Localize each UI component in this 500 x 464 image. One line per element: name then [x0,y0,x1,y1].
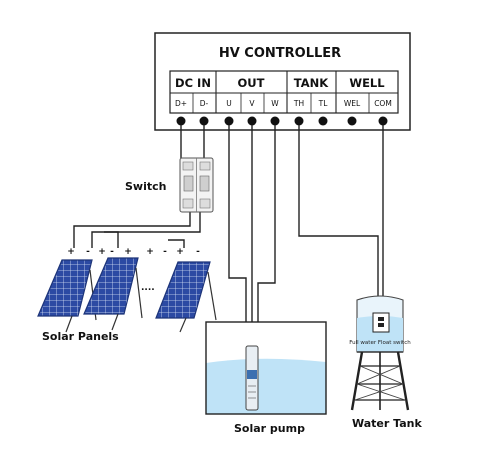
group-out: OUT [238,76,265,90]
water-tank: Full water Float switch [349,295,411,411]
wire-switch-pos [73,212,191,248]
terminal-w: W [271,99,279,108]
screw-w [270,116,280,126]
wire-panel-link-2 [168,239,185,248]
group-dc-in: DC IN [175,76,211,90]
panel-sign: + [98,247,106,257]
terminal-v: V [249,99,255,108]
panel-sign: - [163,247,167,257]
solar-panel-3 [155,261,217,333]
hv-controller: HV CONTROLLER DC IN OUT TANK WELL D+ D- … [154,32,411,131]
wire-w [257,125,276,322]
wire-switch-neg [91,212,201,248]
water-tank-label: Water Tank [352,417,422,430]
solar-panels-label: Solar Panels [42,330,119,343]
terminal-tl: TL [318,99,329,108]
screw-th [294,116,304,126]
solar-panel-group: .... [37,257,217,333]
terminal-wel: WEL [344,99,361,108]
screw-u [224,116,234,126]
solar-panel-2 [83,257,143,331]
panel-ellipsis: .... [141,283,155,293]
screw-d-plus [176,116,186,126]
screw-v [247,116,257,126]
wire-th [298,125,379,316]
terminal-com: COM [374,99,392,108]
panel-sign: + [67,247,75,257]
panel-sign: + [176,247,184,257]
wires [73,125,384,322]
terminal-th: TH [293,99,304,108]
terminal-d-minus: D- [200,99,209,108]
wire-panel-link-1 [104,231,119,248]
solar-pump [245,345,259,411]
solar-pump-label: Solar pump [234,422,305,435]
panel-sign: - [86,247,90,257]
panel-sign: - [110,247,114,257]
dc-switch [179,157,214,213]
terminal-u: U [226,99,232,108]
screw-d-minus [199,116,209,126]
panel-sign: + [124,247,132,257]
panel-sign: - [196,247,200,257]
well-tank [205,321,327,415]
terminal-d-plus: D+ [175,99,187,108]
panel-sign: + [146,247,154,257]
screw-tl [318,116,328,126]
switch-label: Switch [125,180,166,193]
group-well: WELL [349,76,385,90]
group-tank: TANK [294,76,329,90]
screw-wel [347,116,357,126]
float-switch [372,312,390,333]
solar-panel-1 [37,259,97,333]
wire-u [228,125,247,322]
controller-title: HV CONTROLLER [219,46,341,61]
float-switch-label: Full water Float switch [349,340,411,346]
screw-com [378,116,388,126]
